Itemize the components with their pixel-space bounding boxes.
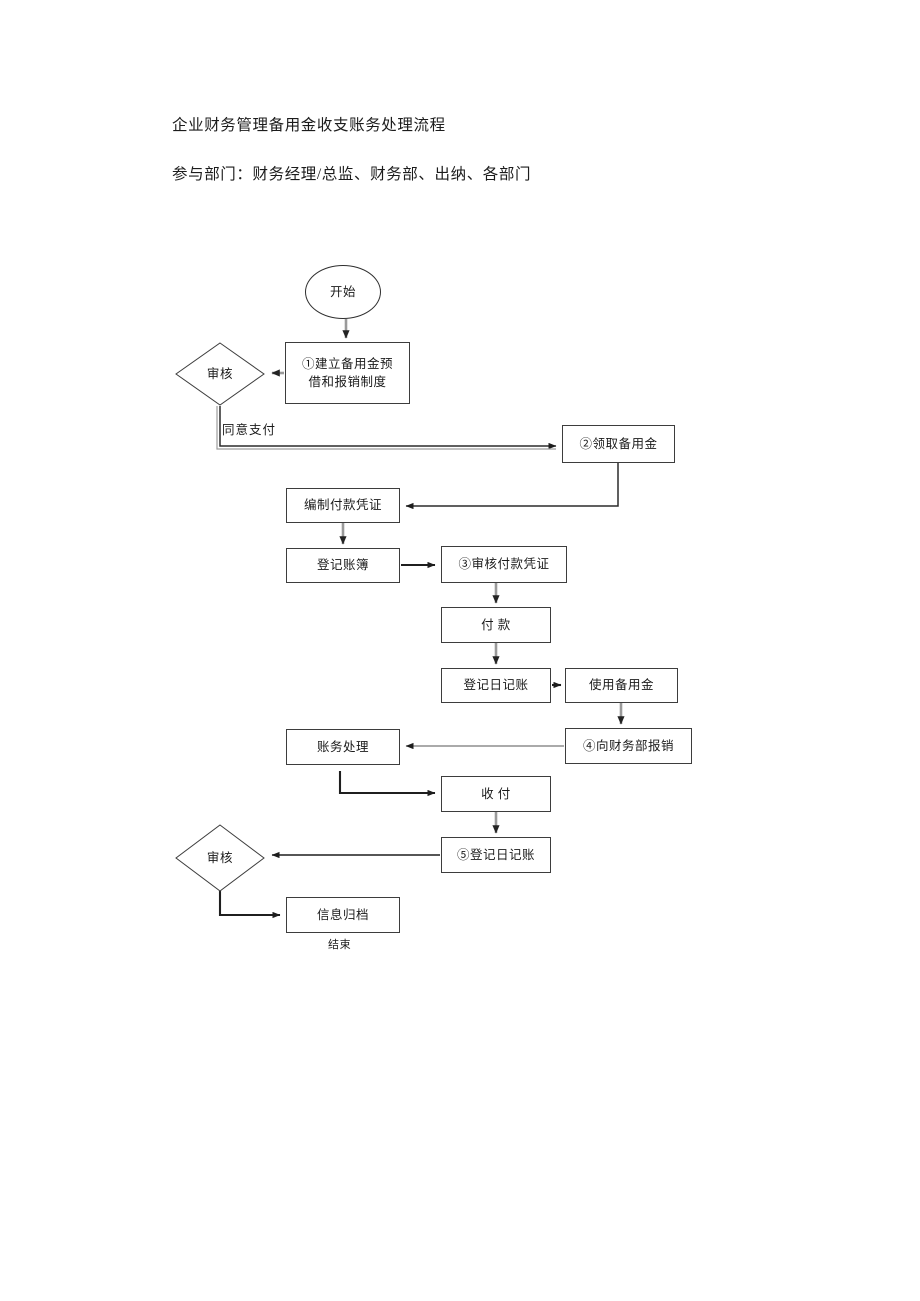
caption-end: 结束 [328, 939, 352, 951]
node-reimburse-to-finance[interactable]: ④向财务部报销 [565, 728, 692, 764]
participating-departments-line: 参与部门：财务经理/总监、财务部、出纳、各部门 [172, 166, 532, 183]
node-review-second[interactable]: 审核 [175, 824, 265, 892]
node-archive-information[interactable]: 信息归档 [286, 897, 400, 933]
node-review-first-label: 审核 [206, 366, 234, 381]
node-review-first[interactable]: 审核 [175, 342, 265, 406]
node-register-ledger[interactable]: 登记账簿 [286, 548, 400, 583]
node-accounting-processing[interactable]: 账务处理 [286, 729, 400, 765]
edge-label-agree-to-pay: 同意支付 [222, 423, 277, 437]
node-prepare-payment-voucher[interactable]: 编制付款凭证 [286, 488, 400, 523]
node-audit-payment-voucher[interactable]: ③审核付款凭证 [441, 546, 567, 583]
node-review-second-label: 审核 [206, 850, 234, 865]
node-collect-petty-cash[interactable]: ②领取备用金 [562, 425, 675, 463]
node-payment[interactable]: 付 款 [441, 607, 551, 643]
diamond-shape-icon [175, 824, 265, 892]
node-establish-petty-cash-policy[interactable]: ①建立备用金预 借和报销制度 [285, 342, 410, 404]
node-establish-petty-cash-policy-label: ①建立备用金预 借和报销制度 [301, 356, 393, 389]
node-use-petty-cash[interactable]: 使用备用金 [565, 668, 678, 703]
node-register-journal[interactable]: 登记日记账 [441, 668, 551, 703]
node-receipt-and-payment[interactable]: 收 付 [441, 776, 551, 812]
node-start[interactable]: 开始 [305, 265, 381, 319]
diamond-shape-icon [175, 342, 265, 406]
node-start-label: 开始 [329, 284, 356, 299]
page-title: 企业财务管理备用金收支账务处理流程 [172, 117, 446, 134]
node-register-journal-final[interactable]: ⑤登记日记账 [441, 837, 551, 873]
